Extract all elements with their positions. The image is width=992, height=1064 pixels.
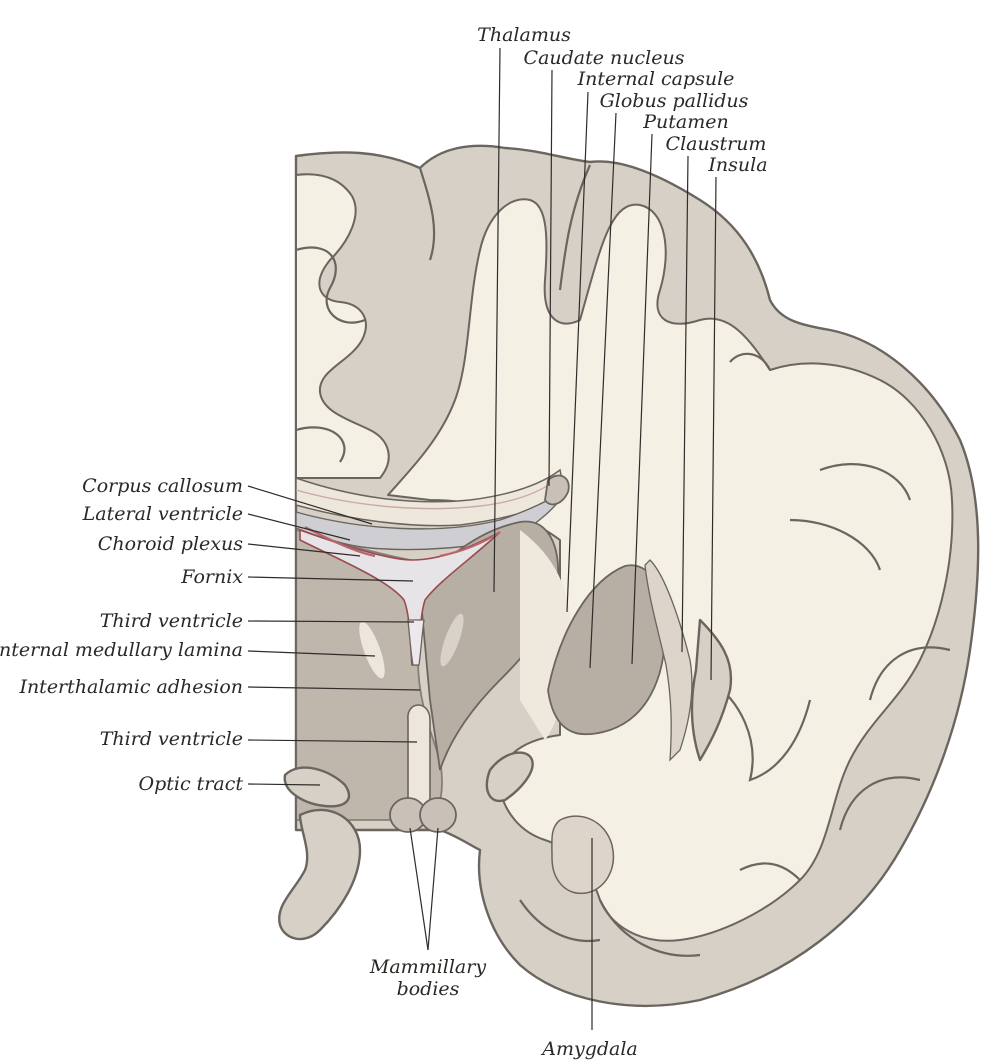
label-third-ventricle-upper: Third ventricle — [100, 610, 243, 632]
leader-globus-pallidus — [589, 112, 617, 669]
leader-caudate-nucleus — [548, 69, 553, 487]
label-fornix: Fornix — [180, 566, 243, 588]
leader-lines — [247, 47, 717, 1030]
label-optic-tract: Optic tract — [139, 773, 244, 795]
leader-choroid-plexus — [247, 543, 361, 557]
leader-insula — [710, 176, 717, 681]
label-choroid-plexus: Choroid plexus — [98, 533, 243, 555]
leader-mammillary-left — [409, 827, 429, 951]
amygdala-shape — [551, 815, 615, 895]
sulcus-temporal — [519, 899, 701, 957]
label-putamen: Putamen — [642, 111, 728, 133]
label-mammillary-bodies-line1: Mammillary — [369, 956, 486, 978]
fornix-shape — [299, 528, 501, 666]
label-internal-capsule: Internal capsule — [577, 68, 735, 90]
leader-fornix — [247, 576, 414, 582]
mammillary-body-right — [419, 797, 457, 833]
temporal-fragment-right — [485, 751, 534, 803]
label-third-ventricle-lower: Third ventricle — [100, 728, 243, 750]
label-amygdala: Amygdala — [540, 1038, 638, 1060]
internal-medullary-lamina-right — [440, 613, 464, 667]
internal-medullary-lamina-shape — [359, 621, 385, 679]
sulcus-upper-left — [295, 246, 366, 463]
leader-third-ventricle-lower — [247, 739, 418, 743]
leader-internal-medullary-lamina — [247, 650, 376, 657]
third-ventricle-lower-shape — [407, 704, 431, 809]
temporal-fragment-left — [278, 808, 362, 941]
leader-corpus-callosum — [247, 485, 373, 525]
leader-internal-capsule — [566, 91, 589, 613]
label-globus-pallidus: Globus pallidus — [600, 90, 749, 112]
sulcus-right-lower — [739, 646, 951, 881]
leader-thalamus — [493, 47, 501, 593]
sulcus-right-upper — [729, 352, 912, 571]
label-claustrum: Claustrum — [666, 133, 767, 155]
leader-third-ventricle-upper — [247, 620, 415, 623]
third-ventricle-upper-shape — [407, 619, 425, 666]
label-thalamus: Thalamus — [477, 24, 571, 46]
leader-mammillary-right — [427, 827, 439, 951]
white-matter — [295, 173, 390, 479]
label-mammillary-bodies-line2: bodies — [397, 978, 460, 1000]
optic-tract-shape — [283, 766, 351, 808]
label-lateral-ventricle: Lateral ventricle — [82, 503, 243, 525]
leader-putamen — [631, 133, 653, 665]
label-insula: Insula — [707, 154, 767, 176]
lateral-fissure — [709, 679, 812, 782]
brain-section — [278, 144, 980, 1007]
leader-interthalamic-adhesion — [247, 686, 421, 691]
caudate-nucleus-shape — [544, 474, 570, 506]
insula-shape — [690, 618, 733, 762]
leader-lateral-ventricle — [247, 513, 351, 541]
leader-claustrum — [681, 155, 689, 653]
leader-optic-tract — [247, 783, 321, 786]
corpus-callosum-line — [295, 479, 557, 510]
label-internal-medullary-lamina: Internal medullary lamina — [0, 639, 243, 661]
label-interthalamic-adhesion: Interthalamic adhesion — [18, 676, 243, 698]
label-corpus-callosum: Corpus callosum — [82, 475, 243, 497]
claustrum-shape — [644, 559, 693, 762]
labels: Thalamus Caudate nucleus Internal capsul… — [0, 24, 768, 1060]
label-caudate-nucleus: Caudate nucleus — [524, 47, 685, 69]
